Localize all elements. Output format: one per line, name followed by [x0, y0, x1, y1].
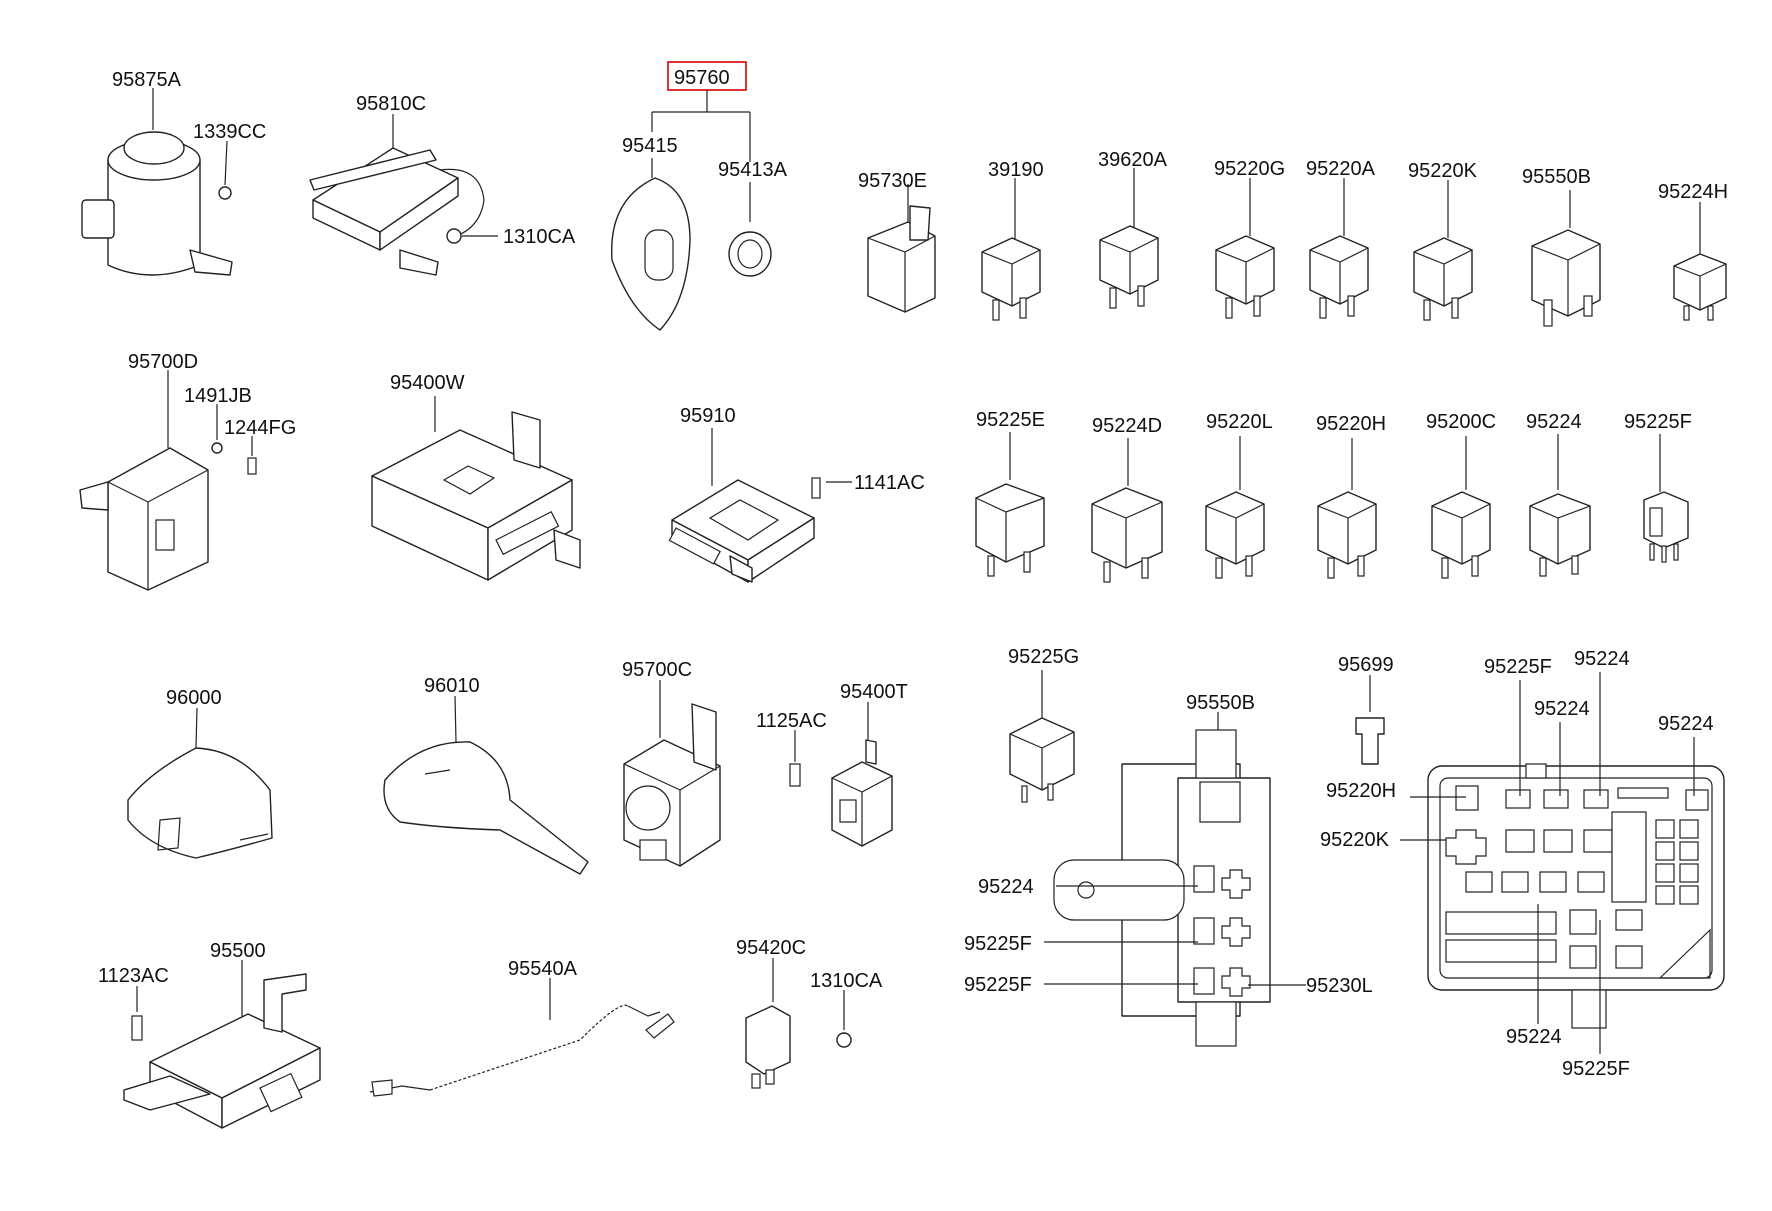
- part-label-95700C: 95700C: [622, 659, 692, 681]
- clip-95699: [1355, 717, 1385, 765]
- relay-95730E: [867, 184, 936, 313]
- part-label-39620A: 39620A: [1098, 149, 1168, 171]
- part-label-1339CC: 1339CC: [193, 121, 266, 143]
- part-label-95540A: 95540A: [508, 958, 578, 980]
- part-label-95220K-b: 95220K: [1320, 829, 1390, 851]
- relay-95220H-a: [1317, 438, 1377, 579]
- relay-box-95550B: [1053, 712, 1271, 1047]
- part-label-95224D: 95224D: [1092, 415, 1162, 437]
- part-label-1310CA-a: 1310CA: [503, 226, 576, 248]
- relay-95224D: [1091, 438, 1163, 583]
- part-label-95730E: 95730E: [858, 170, 927, 192]
- part-label-95220G: 95220G: [1214, 158, 1285, 180]
- part-label-95224-e: 95224: [1658, 713, 1714, 735]
- screw-1244fg: [247, 457, 257, 475]
- part-label-95550B-a: 95550B: [1522, 166, 1591, 188]
- nut-1339cc: [218, 186, 232, 200]
- part-label-95220K-a: 95220K: [1408, 160, 1478, 182]
- part-label-95500: 95500: [210, 940, 266, 962]
- siren-part: [81, 88, 233, 276]
- part-label-95875A: 95875A: [112, 69, 182, 91]
- bolt-1125ac: [789, 763, 801, 787]
- part-label-1125AC: 1125AC: [756, 710, 827, 732]
- part-label-95400T: 95400T: [840, 681, 908, 703]
- part-label-95910: 95910: [680, 405, 736, 427]
- relay-95420C: [745, 958, 791, 1089]
- part-label-95230L: 95230L: [1306, 975, 1373, 997]
- part-label-95225F-d: 95225F: [1484, 656, 1552, 678]
- relay-95225E: [975, 432, 1045, 577]
- nut-1310ca-b: [836, 1032, 852, 1048]
- module-95910: [668, 428, 815, 583]
- part-label-95225E: 95225E: [976, 409, 1045, 431]
- relay-95220L: [1205, 436, 1265, 579]
- cover-96000: [127, 707, 273, 859]
- part-label-95400W: 95400W: [390, 372, 465, 394]
- relay-95220K: [1413, 180, 1473, 321]
- part-label-95225F-e: 95225F: [1562, 1058, 1630, 1080]
- part-label-95220H-a: 95220H: [1316, 413, 1386, 435]
- relay-95224-a: [1529, 434, 1591, 577]
- part-label-96010: 96010: [424, 675, 480, 697]
- part-label-95224-c: 95224: [1574, 648, 1630, 670]
- module-95400W: [371, 396, 581, 581]
- relay-95225F-a: [1643, 434, 1689, 563]
- part-label-95415: 95415: [622, 135, 678, 157]
- part-label-1491JB: 1491JB: [184, 385, 252, 407]
- part-label-95225F-b: 95225F: [964, 933, 1032, 955]
- cover-96010: [383, 695, 589, 875]
- part-label-95413A: 95413A: [718, 159, 788, 181]
- part-label-95224-b: 95224: [978, 876, 1034, 898]
- relay-95200C: [1431, 436, 1491, 579]
- part-label-95224-a: 95224: [1526, 411, 1582, 433]
- part-label-39190: 39190: [988, 159, 1044, 181]
- part-label-95220H-b: 95220H: [1326, 780, 1396, 802]
- part-label-1244FG: 1244FG: [224, 417, 296, 439]
- bolt-1123ac: [131, 1015, 143, 1041]
- part-label-95700D: 95700D: [128, 351, 198, 373]
- junction-box: [1427, 763, 1725, 1029]
- part-label-95225F-c: 95225F: [964, 974, 1032, 996]
- part-label-95224-d: 95224: [1534, 698, 1590, 720]
- relay-39190: [981, 178, 1041, 321]
- bolt-1491jb: [211, 442, 223, 454]
- sensor-95700C: [623, 680, 721, 867]
- part-label-95220A: 95220A: [1306, 158, 1376, 180]
- part-label-96000: 96000: [166, 687, 222, 709]
- part-label-95760: 95760: [674, 67, 730, 89]
- part-label-1123AC: 1123AC: [98, 965, 169, 987]
- part-label-1310CA-b: 1310CA: [810, 970, 883, 992]
- relay-39620A: [1099, 168, 1159, 309]
- module-95700D: [79, 370, 209, 591]
- relay-95220G: [1215, 178, 1275, 319]
- relay-95224H: [1673, 202, 1727, 321]
- cable-95540A: [369, 978, 675, 1097]
- part-label-95224-f: 95224: [1506, 1026, 1562, 1048]
- switch-95400T: [831, 702, 893, 847]
- part-label-95200C: 95200C: [1426, 411, 1496, 433]
- part-label-95220L: 95220L: [1206, 411, 1273, 433]
- relay-95225G: [1009, 670, 1075, 803]
- part-label-95224H: 95224H: [1658, 181, 1728, 203]
- relay-95550B-a: [1531, 190, 1601, 327]
- part-label-95810C: 95810C: [356, 93, 426, 115]
- part-label-1141AC: 1141AC: [854, 472, 925, 494]
- module-95500: [123, 960, 321, 1129]
- part-label-95420C: 95420C: [736, 937, 806, 959]
- sensor-95810c-part: [309, 114, 485, 276]
- relay-95220A: [1309, 178, 1369, 319]
- bolt-1141ac: [811, 477, 821, 499]
- nut-1310ca-a: [446, 228, 462, 244]
- part-label-95699: 95699: [1338, 654, 1394, 676]
- part-label-95225G: 95225G: [1008, 646, 1079, 668]
- part-label-95225F-a: 95225F: [1624, 411, 1692, 433]
- part-label-95550B-b: 95550B: [1186, 692, 1255, 714]
